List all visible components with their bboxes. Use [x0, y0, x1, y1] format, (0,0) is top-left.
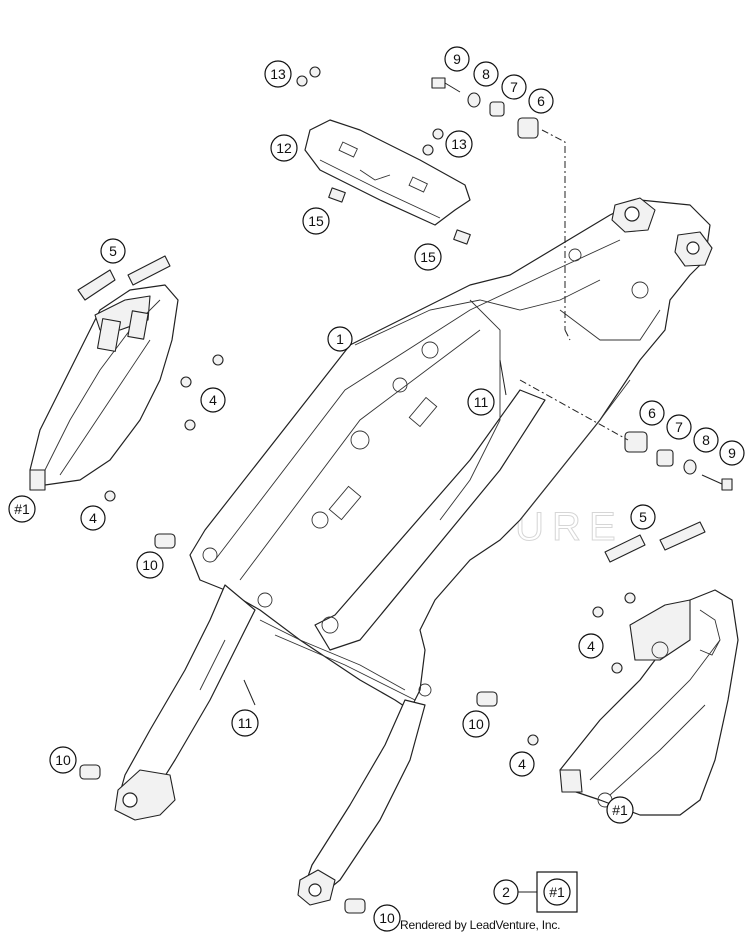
svg-text:12: 12	[276, 140, 292, 156]
callout-6a: 6	[528, 88, 554, 114]
svg-text:10: 10	[379, 910, 395, 926]
svg-text:4: 4	[518, 756, 526, 772]
callout-4c: 4	[578, 633, 604, 659]
svg-text:15: 15	[420, 249, 436, 265]
callout-8a: 8	[473, 61, 499, 87]
svg-text:6: 6	[648, 405, 656, 421]
svg-text:13: 13	[451, 136, 467, 152]
svg-text:7: 7	[510, 79, 518, 95]
callout-15b: 15	[414, 243, 442, 271]
callout-11b: 11	[231, 709, 259, 737]
svg-text:10: 10	[468, 716, 484, 732]
callout-12: 12	[270, 134, 298, 162]
svg-text:5: 5	[109, 243, 117, 259]
svg-text:4: 4	[587, 638, 595, 654]
svg-text:#1: #1	[14, 501, 30, 517]
rear-subframe	[114, 197, 713, 906]
callout-8b: 8	[693, 427, 719, 453]
assembly-line	[519, 129, 629, 441]
svg-text:13: 13	[270, 66, 286, 82]
svg-text:9: 9	[453, 51, 461, 67]
svg-text:#1: #1	[549, 884, 565, 900]
footer-credit: Rendered by LeadVenture, Inc.	[400, 918, 561, 932]
svg-text:1: 1	[336, 331, 344, 347]
svg-text:4: 4	[89, 510, 97, 526]
callout-13a: 13	[264, 60, 292, 88]
callout-10b: 10	[462, 710, 490, 738]
svg-text:11: 11	[238, 715, 253, 731]
callout-10a: 10	[136, 551, 164, 579]
callout-2: 2	[493, 879, 519, 905]
right-side-cover	[559, 589, 739, 816]
svg-text:5: 5	[639, 509, 647, 525]
callout-4d: 4	[509, 751, 535, 777]
rubber-strips	[77, 255, 706, 563]
callout-6b: 6	[639, 400, 665, 426]
svg-text:6: 6	[537, 93, 545, 109]
callout-5b: 5	[630, 504, 656, 530]
left-side-cover	[29, 284, 179, 491]
callout-ref1a: #1	[8, 495, 36, 523]
svg-text:10: 10	[55, 752, 71, 768]
callout-9b: 9	[719, 440, 745, 466]
callout-7a: 7	[501, 74, 527, 100]
svg-text:10: 10	[142, 557, 158, 573]
reference-box: 2 #1	[493, 871, 578, 913]
svg-text:11: 11	[474, 394, 489, 410]
callout-15a: 15	[302, 207, 330, 235]
callout-1: 1	[327, 326, 353, 352]
svg-text:15: 15	[308, 213, 324, 229]
callout-4b: 4	[80, 505, 106, 531]
svg-text:2: 2	[502, 884, 510, 900]
callout-ref1b: #1	[606, 796, 634, 824]
svg-text:8: 8	[702, 432, 710, 448]
callout-11a: 11	[467, 388, 495, 416]
callout-5a: 5	[100, 238, 126, 264]
svg-text:8: 8	[482, 66, 490, 82]
svg-text:9: 9	[728, 445, 736, 461]
reference-box-label: #1	[543, 878, 571, 906]
callout-4a: 4	[200, 387, 226, 413]
callout-9a: 9	[444, 46, 470, 72]
rack-plate	[304, 119, 471, 226]
svg-text:7: 7	[675, 419, 683, 435]
callout-7b: 7	[666, 414, 692, 440]
hardware	[79, 66, 733, 914]
svg-text:#1: #1	[612, 802, 628, 818]
callout-10c: 10	[49, 746, 77, 774]
callout-13b: 13	[445, 130, 473, 158]
callout-10d: 10	[373, 904, 401, 932]
svg-text:4: 4	[209, 392, 217, 408]
